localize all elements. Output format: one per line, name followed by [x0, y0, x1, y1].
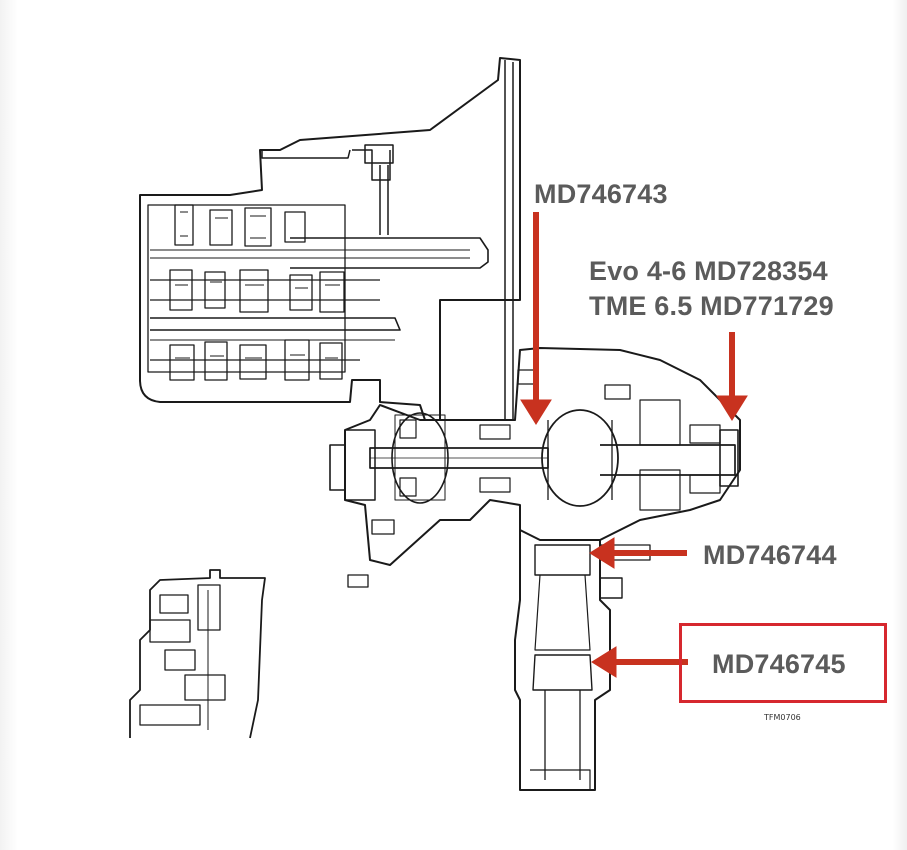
highlight-box [679, 623, 887, 703]
center-differential [541, 409, 619, 507]
counter-shaft [150, 317, 401, 331]
part-label-md746744: MD746744 [703, 540, 837, 570]
arrow-md746743 [520, 212, 552, 425]
part-label-md746743: MD746743 [534, 179, 668, 209]
part-label-tme: TME 6.5 MD771729 [589, 291, 834, 321]
transfer-housing [344, 347, 741, 566]
right-edge-shade [893, 0, 907, 850]
output-extension [514, 530, 611, 791]
left-edge-shade [0, 0, 18, 850]
arrow-md728354 [716, 332, 748, 421]
callout-arrows [520, 212, 748, 678]
detail-view [129, 569, 266, 739]
part-label-md746745: MD746745 [712, 649, 846, 679]
transmission-housing [139, 57, 521, 421]
arrow-md746744 [589, 537, 687, 569]
arrow-md746745 [591, 646, 688, 678]
part-label-evo: Evo 4-6 MD728354 [589, 256, 828, 286]
input-shaft [290, 237, 489, 269]
figure-code: TFM0706 [764, 713, 801, 722]
